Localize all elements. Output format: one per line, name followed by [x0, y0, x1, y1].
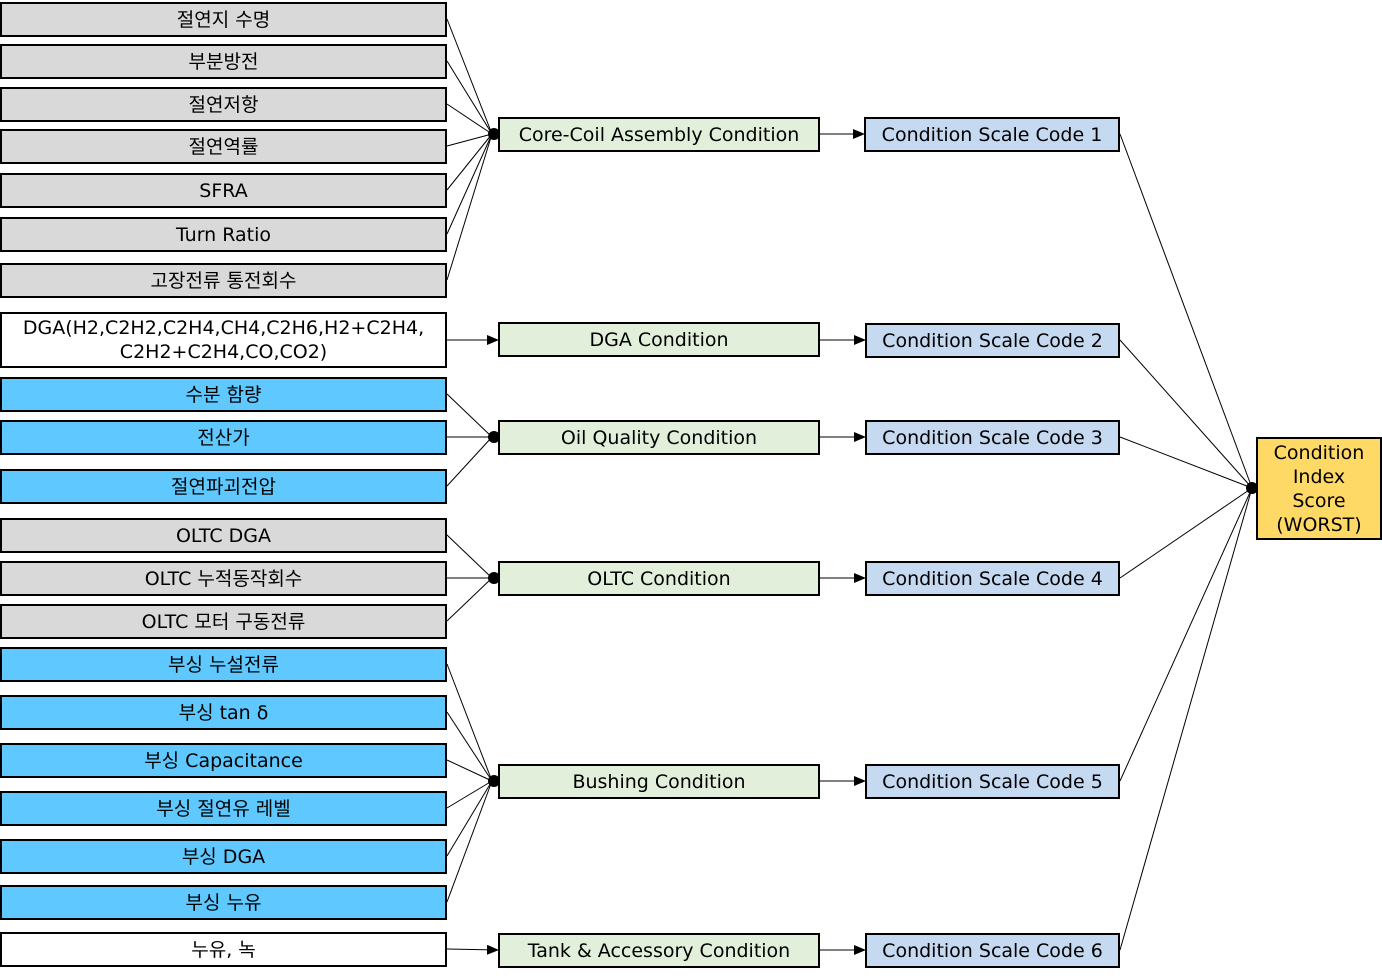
junction-dots [488, 128, 1258, 787]
scale-code-1: Condition Scale Code 1 [864, 117, 1120, 152]
condition-oil-quality: Oil Quality Condition [498, 420, 820, 455]
input-bushing-tan-delta: 부싱 tan δ [0, 695, 447, 730]
condition-label: Tank & Accessory Condition [527, 939, 791, 962]
input-label: OLTC DGA [175, 524, 272, 547]
input-insulation-resistance: 절연저항 [0, 87, 447, 122]
input-insulation-paper-life: 절연지 수명 [0, 2, 447, 37]
input-power-factor: 절연역률 [0, 129, 447, 164]
scale-code-5: Condition Scale Code 5 [865, 764, 1120, 799]
scale-code-2: Condition Scale Code 2 [865, 323, 1120, 358]
input-label: DGA(H2,C2H2,C2H4,CH4,C2H6,H2+C2H4, C2H2+… [22, 317, 425, 363]
condition-label: Bushing Condition [572, 770, 746, 793]
oil-quality-input-lines [446, 393, 493, 487]
condition-core-coil: Core-Coil Assembly Condition [498, 117, 820, 152]
condition-oltc: OLTC Condition [498, 561, 820, 596]
input-label: 부싱 DGA [181, 845, 266, 868]
input-bushing-oil-leak: 부싱 누유 [0, 885, 447, 920]
input-label: 고장전류 통전회수 [150, 269, 297, 292]
input-label: Turn Ratio [175, 223, 272, 246]
input-label: 부싱 tan δ [178, 701, 269, 724]
input-label: 수분 함량 [185, 383, 262, 406]
oltc-input-lines [446, 534, 493, 622]
condition-label: Oil Quality Condition [560, 426, 758, 449]
scale-code-6: Condition Scale Code 6 [865, 933, 1120, 968]
input-label: OLTC 모터 구동전류 [141, 610, 306, 633]
scale-code-label: Condition Scale Code 3 [882, 426, 1103, 449]
result-label: Condition Index Score (WORST) [1273, 441, 1365, 536]
input-label: 부분방전 [188, 50, 259, 73]
input-label: SFRA [199, 179, 248, 202]
input-bushing-capacitance: 부싱 Capacitance [0, 743, 447, 778]
input-oltc-dga: OLTC DGA [0, 518, 447, 553]
single-input-arrows [446, 335, 499, 955]
input-oil-leak-rust: 누유, 녹 [0, 932, 447, 967]
input-turn-ratio: Turn Ratio [0, 217, 447, 252]
input-label: 누유, 녹 [191, 938, 256, 961]
condition-to-code-arrows [820, 129, 866, 955]
input-label: 부싱 Capacitance [144, 749, 303, 772]
input-label: 절연역률 [188, 135, 259, 158]
input-label: 부싱 누설전류 [168, 653, 279, 676]
scale-code-label: Condition Scale Code 5 [882, 770, 1103, 793]
bushing-input-lines [446, 663, 493, 903]
scale-code-label: Condition Scale Code 6 [882, 939, 1103, 962]
condition-index-score: Condition Index Score (WORST) [1256, 437, 1382, 540]
condition-tank-accessory: Tank & Accessory Condition [498, 933, 820, 968]
condition-bushing: Bushing Condition [498, 764, 820, 799]
scale-code-label: Condition Scale Code 1 [881, 123, 1103, 146]
input-oltc-operation-count: OLTC 누적동작회수 [0, 561, 447, 596]
input-bushing-oil-level: 부싱 절연유 레벨 [0, 791, 447, 826]
scale-code-label: Condition Scale Code 2 [882, 329, 1103, 352]
input-label: 절연파괴전압 [171, 475, 276, 498]
condition-label: Core-Coil Assembly Condition [518, 123, 800, 146]
input-dga: DGA(H2,C2H2,C2H4,CH4,C2H6,H2+C2H4, C2H2+… [0, 312, 447, 368]
input-label: 전산가 [197, 426, 250, 449]
scale-code-label: Condition Scale Code 4 [882, 567, 1103, 590]
input-label: OLTC 누적동작회수 [144, 567, 303, 590]
input-label: 절연지 수명 [176, 8, 271, 31]
condition-label: OLTC Condition [587, 567, 731, 590]
condition-dga: DGA Condition [498, 322, 820, 357]
input-fault-current-count: 고장전류 통전회수 [0, 263, 447, 298]
input-partial-discharge: 부분방전 [0, 44, 447, 79]
core-coil-input-lines [446, 18, 493, 281]
input-breakdown-voltage: 절연파괴전압 [0, 469, 447, 504]
code-to-result-lines [1119, 133, 1253, 951]
input-label: 부싱 절연유 레벨 [156, 797, 291, 820]
scale-code-3: Condition Scale Code 3 [865, 420, 1120, 455]
condition-label: DGA Condition [589, 328, 729, 351]
input-bushing-dga: 부싱 DGA [0, 839, 447, 874]
input-label: 부싱 누유 [185, 891, 262, 914]
input-oltc-motor-current: OLTC 모터 구동전류 [0, 604, 447, 639]
input-label: 절연저항 [188, 93, 259, 116]
input-bushing-leakage-current: 부싱 누설전류 [0, 647, 447, 682]
input-acid-value: 전산가 [0, 420, 447, 455]
input-sfra: SFRA [0, 173, 447, 208]
scale-code-4: Condition Scale Code 4 [865, 561, 1120, 596]
input-moisture-content: 수분 함량 [0, 377, 447, 412]
